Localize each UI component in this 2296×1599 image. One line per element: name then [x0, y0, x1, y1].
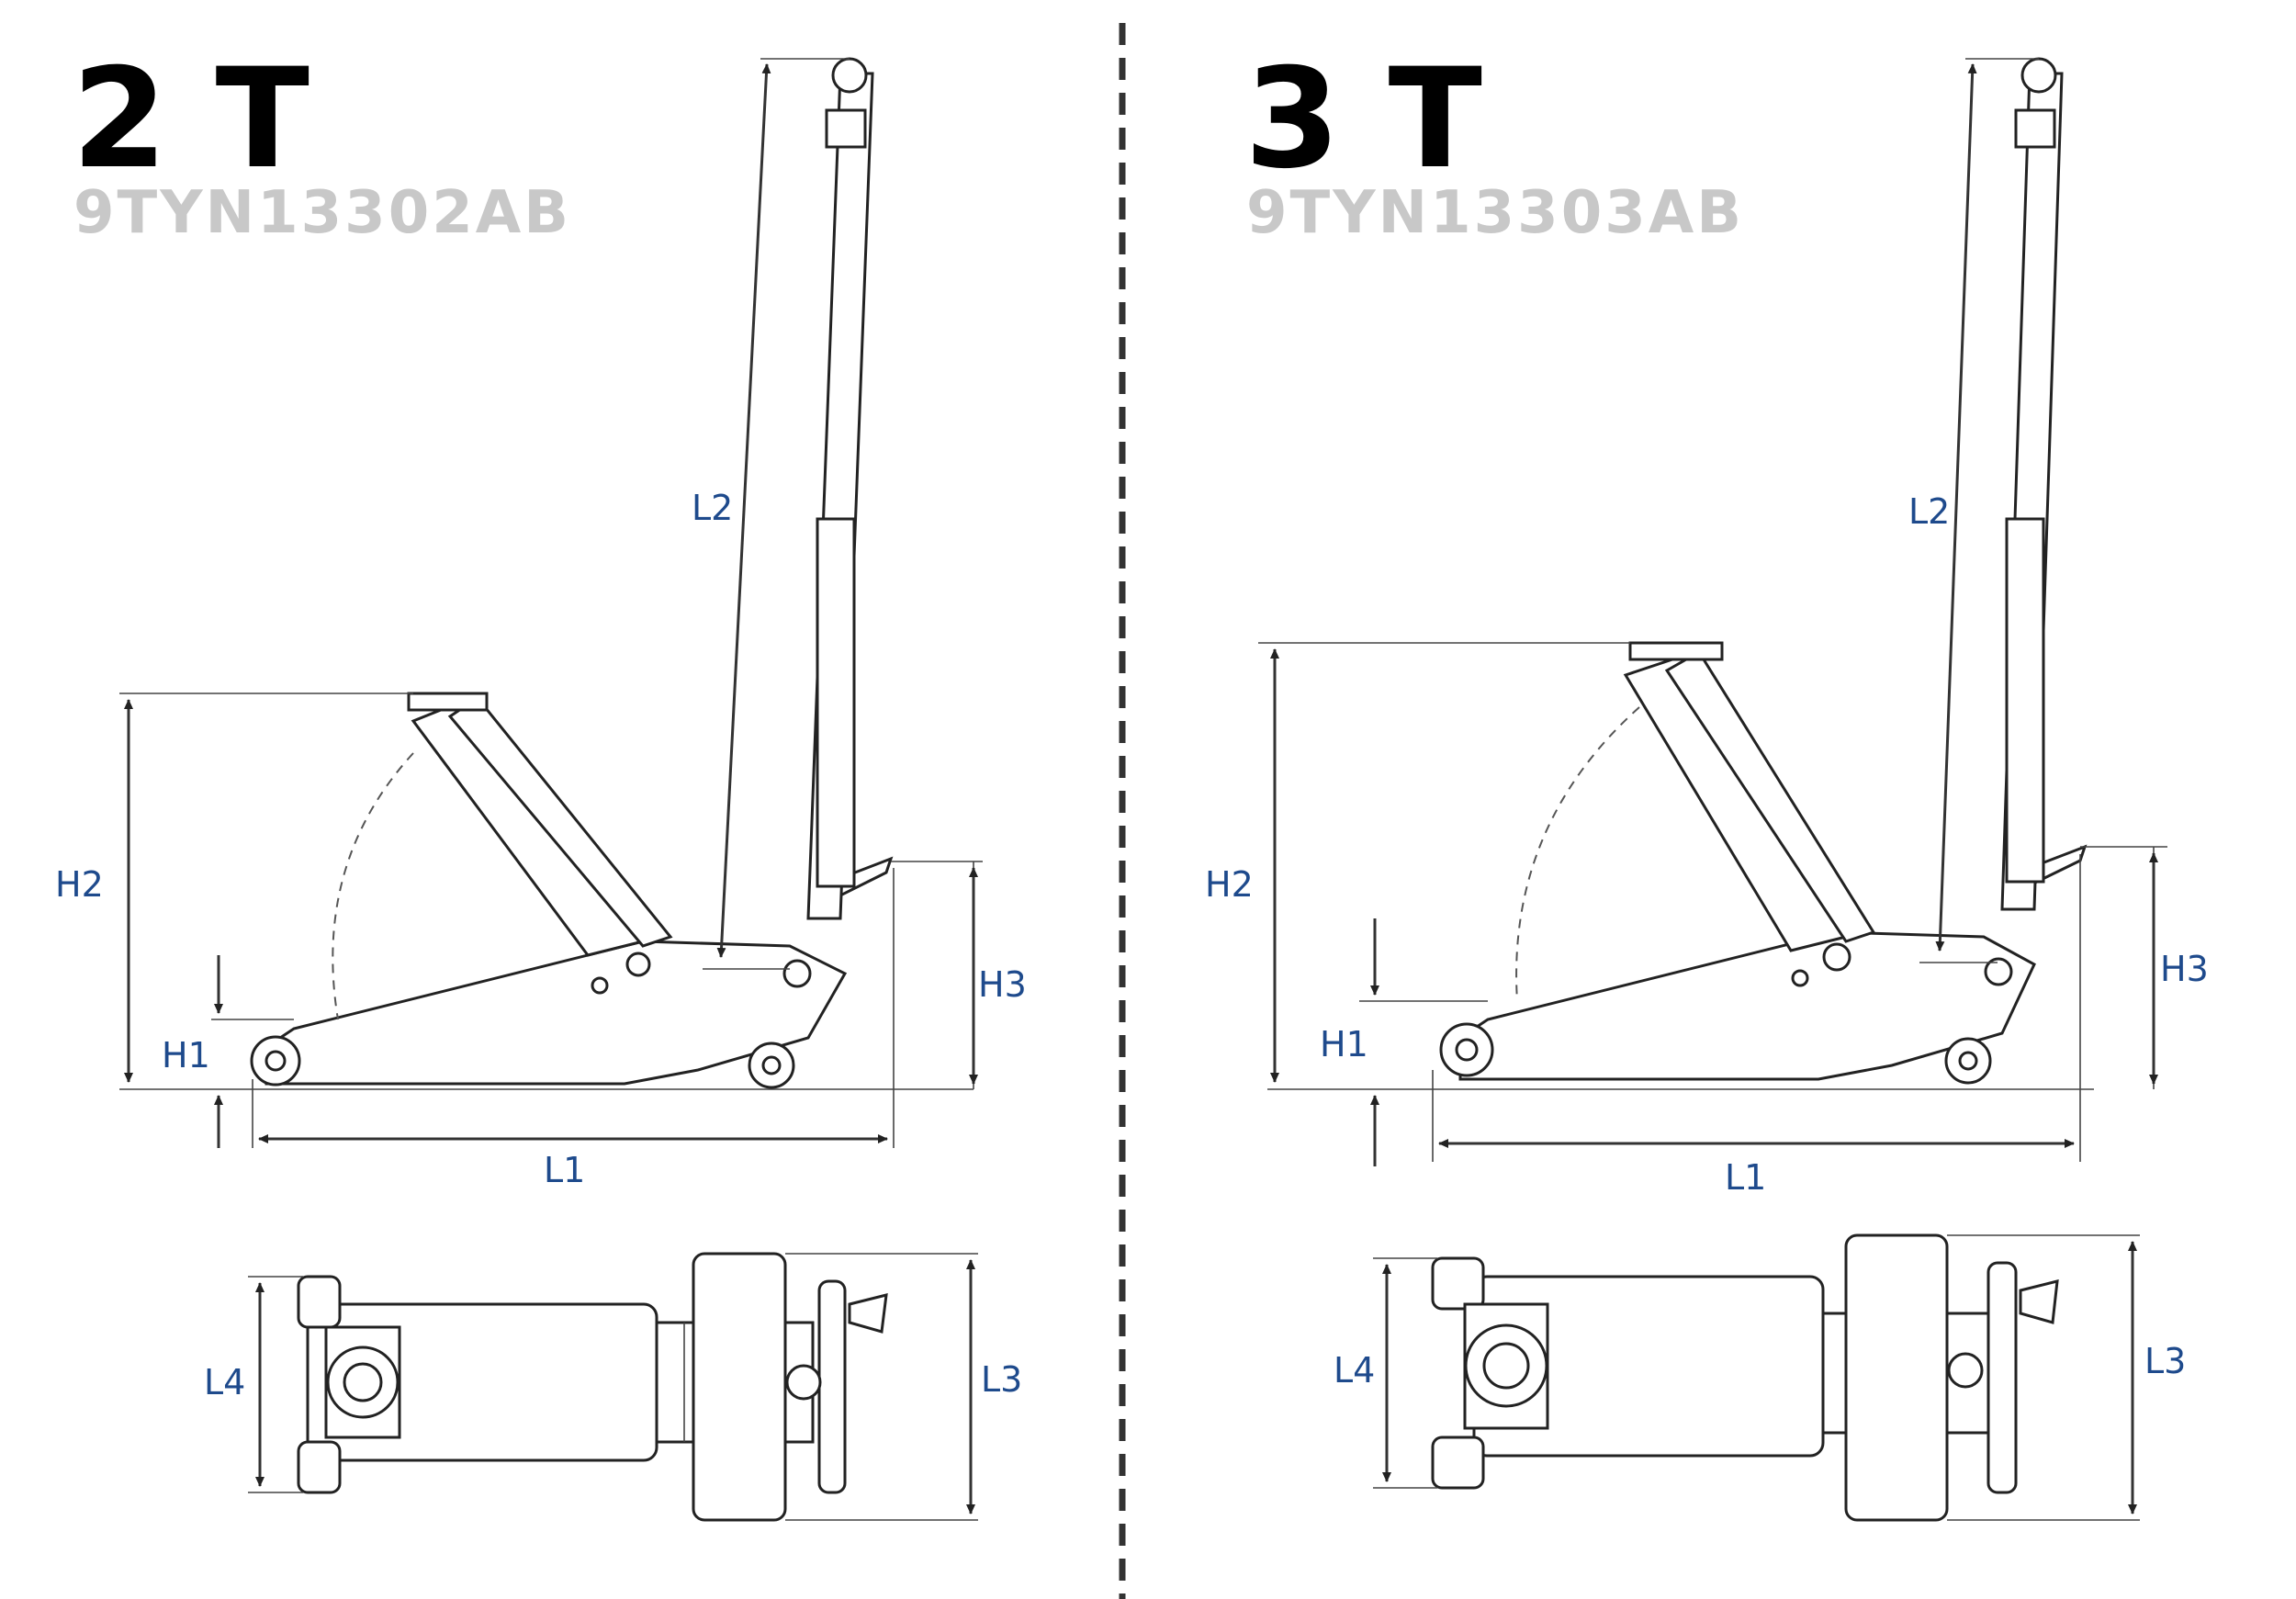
top-dimensions-2t — [248, 1253, 978, 1521]
top-view-3t — [1431, 1233, 2059, 1522]
label-h1-2t: H1 — [162, 1035, 210, 1075]
label-l4-2t: L4 — [204, 1362, 245, 1402]
dimensions-3t — [1258, 58, 2167, 1166]
label-h3-3t: H3 — [2160, 949, 2209, 989]
model-code-3t: 9TYN13303AB — [1246, 179, 1745, 247]
label-l3-3t: L3 — [2144, 1341, 2186, 1381]
label-h1-3t: H1 — [1320, 1024, 1368, 1064]
side-view-2t — [119, 57, 974, 1090]
dimensions-2t — [119, 58, 983, 1148]
label-l2-3t: L2 — [1908, 491, 1950, 532]
side-view-3t — [1267, 57, 2094, 1090]
label-l4-3t: L4 — [1334, 1350, 1375, 1391]
label-l1-3t: L1 — [1725, 1157, 1766, 1198]
top-view-2t — [297, 1252, 888, 1522]
top-dimensions-3t — [1373, 1234, 2140, 1521]
label-l1-2t: L1 — [544, 1150, 585, 1190]
title-3t: 3 T — [1244, 39, 1482, 199]
label-l2-2t: L2 — [692, 488, 733, 528]
label-h2-2t: H2 — [55, 864, 104, 905]
title-2t: 2 T — [72, 39, 310, 199]
model-code-2t: 9TYN13302AB — [73, 179, 572, 247]
label-l3-2t: L3 — [981, 1359, 1022, 1400]
label-h2-3t: H2 — [1205, 864, 1254, 905]
label-h3-2t: H3 — [978, 964, 1027, 1005]
